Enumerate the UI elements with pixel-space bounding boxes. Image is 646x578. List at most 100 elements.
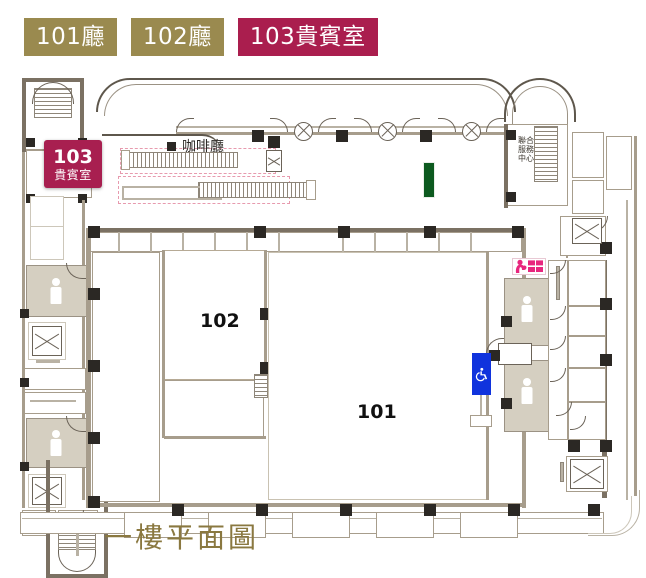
right-edge-wall (634, 136, 637, 496)
tab-101-label: 101廳 (36, 23, 105, 50)
right-room-d (568, 336, 606, 368)
stair-tower-bl-bottom (46, 574, 108, 578)
column-right-1 (600, 242, 612, 254)
column-svc-2 (506, 192, 516, 202)
column-tl-1 (26, 138, 35, 147)
service-center-line1: 聯合 (518, 136, 534, 145)
door-arc-corr-5 (438, 118, 456, 132)
cafe-label-text: 咖啡廳 (182, 139, 224, 155)
left-room-b-part (30, 400, 76, 402)
column-corr-2 (420, 130, 432, 142)
floor-plan-canvas: 咖啡廳 聯合 服務 中心 (0, 60, 646, 578)
column-right-2 (600, 298, 612, 310)
badge-103-pointer (102, 134, 222, 154)
mullion-10 (438, 232, 440, 252)
door-arc-corr-1 (270, 118, 288, 132)
hall-102-lower (164, 380, 264, 438)
right-top-room-3 (606, 136, 632, 190)
service-center-stair (534, 126, 558, 182)
escalator-lower-landing (306, 180, 316, 200)
nursing-room-icon[interactable] (512, 258, 546, 275)
left-room-b (24, 392, 86, 414)
page-title: 一樓平面圖 (104, 521, 260, 554)
column-symbol-1 (294, 122, 313, 141)
entry-bay-1 (124, 512, 182, 538)
hall-101-room[interactable] (268, 252, 488, 500)
mullion-8 (374, 232, 376, 252)
door-arc-corr-4 (402, 118, 420, 132)
column-right-rl (501, 398, 512, 409)
badge-103-number: 103 (53, 145, 93, 168)
door-arc-corr-2 (318, 118, 336, 132)
hall-102-lower-wall (164, 436, 266, 439)
shaft-right-top-frame (566, 256, 568, 258)
column-left-ru-1 (20, 309, 29, 318)
wall-left-spine-inner (82, 200, 85, 500)
column-hallleft-3 (88, 432, 100, 444)
entry-bay-5 (460, 512, 518, 538)
column-hall-t5 (512, 226, 524, 238)
column-hall-t3 (338, 226, 350, 238)
shaft-right-bot (570, 459, 604, 489)
cafe-label: 咖啡廳 (167, 136, 224, 156)
door-arc-corr-3 (354, 118, 372, 132)
entry-bay-4 (376, 512, 434, 538)
tab-102[interactable]: 102廳 (130, 18, 224, 56)
shaft-cafe (266, 150, 282, 172)
mullion-7 (342, 232, 344, 252)
column-symbol-2 (378, 122, 397, 141)
wheelchair-glyph (475, 367, 488, 381)
accessible-post (480, 395, 482, 417)
site-outline-bottom-right-2 (588, 496, 632, 534)
shaft-left-1-frame (30, 196, 64, 230)
badge-103-name: 貴賓室 (54, 167, 92, 182)
mullion-3 (182, 232, 184, 252)
column-bot-5 (508, 504, 520, 516)
site-outline-bottom-right (588, 490, 640, 536)
column-bot-1 (172, 504, 184, 516)
shaft-left-3 (32, 326, 62, 356)
mullion-9 (406, 232, 408, 252)
door-arc-corr-6 (486, 118, 504, 132)
column-hall-t4 (424, 226, 436, 238)
column-bot-3 (340, 504, 352, 516)
tab-103[interactable]: 103貴賓室 (237, 18, 378, 56)
mullion-6 (278, 232, 280, 252)
right-room-e (568, 368, 606, 402)
mullion-5 (246, 232, 248, 252)
cafe-marker-icon (167, 141, 176, 151)
shaft-left-2-frame (30, 226, 64, 260)
column-corr-1 (336, 130, 348, 142)
entry-bay-2 (208, 512, 266, 538)
wall-tl-left (22, 78, 26, 152)
shaft-left-3-sill (36, 360, 60, 363)
hall-102-wall-left (162, 250, 165, 438)
hall-wall-top (86, 228, 526, 233)
shaft-right-bot-rail (560, 462, 564, 482)
nursing-room-glyph (515, 259, 543, 273)
stair-102-service (254, 374, 268, 398)
column-bot-4 (424, 504, 436, 516)
tab-101[interactable]: 101廳 (24, 18, 117, 56)
column-hallleft-2 (88, 360, 100, 372)
column-right-4 (600, 440, 612, 452)
door-arc-corr-0 (176, 118, 194, 132)
hall-wall-bottom (86, 503, 526, 507)
accessible-base (470, 415, 492, 427)
restroom-icon-left-upper (50, 278, 61, 304)
tab-102-label: 102廳 (142, 23, 212, 50)
column-cafe-1 (268, 136, 280, 148)
green-marker[interactable] (423, 162, 435, 198)
left-room-a (24, 368, 86, 390)
mullion-4 (214, 232, 216, 252)
column-hall-t2 (254, 226, 266, 238)
right-top-room-1 (572, 132, 604, 178)
column-corr-3 (252, 130, 264, 142)
badge-103-vip-room[interactable]: 103 貴賓室 (44, 140, 102, 188)
hall-102-wall-right (264, 250, 267, 390)
curve-roof-inner (104, 84, 508, 116)
escalator-lower-rail2 (122, 186, 124, 200)
column-accessible (489, 350, 500, 361)
right-edge-wall2 (626, 200, 628, 500)
accessible-icon[interactable] (472, 353, 491, 395)
